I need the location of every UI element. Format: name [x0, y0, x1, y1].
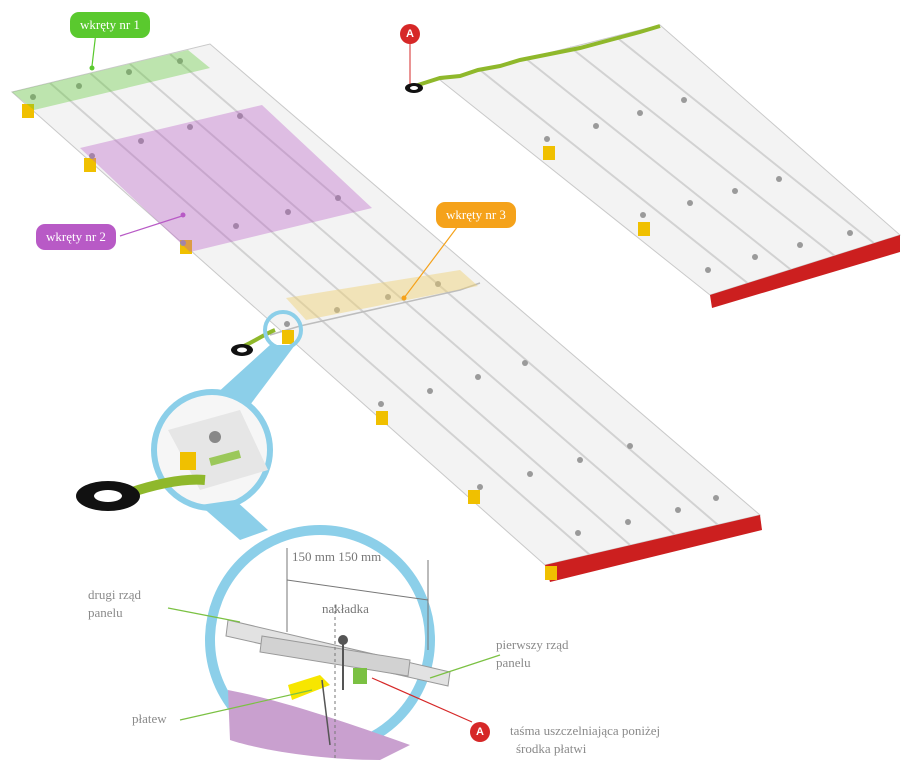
- sealing-tape-label-line1: taśma uszczelniająca poniżej: [510, 723, 661, 738]
- sealing-tape-label: taśma uszczelniająca poniżej środka płat…: [510, 722, 660, 758]
- marker-a-bottom: A: [470, 722, 490, 742]
- second-row-label: drugi rząd panelu: [88, 586, 141, 622]
- zone-screws-2: [80, 105, 372, 252]
- first-row-label-line1: pierwszy rząd: [496, 637, 569, 652]
- zone-screws-1: [12, 50, 210, 110]
- tape-roll-mid: [231, 328, 276, 356]
- first-row-label-line2: panelu: [496, 655, 531, 670]
- label-screws-1: wkręty nr 1: [70, 12, 150, 38]
- first-row-label: pierwszy rząd panelu: [496, 636, 569, 672]
- dimension-label: 150 mm 150 mm: [292, 549, 382, 564]
- label-screws-2: wkręty nr 2: [36, 224, 116, 250]
- right-panel-run: [417, 24, 901, 308]
- purlin-label: płatew: [132, 711, 167, 726]
- second-row-label-line2: panelu: [88, 605, 123, 620]
- second-row-label-line1: drugi rząd: [88, 587, 142, 602]
- zone-screws-3: [286, 270, 478, 320]
- overlap-label: nakładka: [322, 601, 369, 616]
- zoom-medium-detail: [168, 410, 268, 490]
- label-screws-3: wkręty nr 3: [436, 202, 516, 228]
- joint-detail: [225, 548, 451, 760]
- sealing-tape-label-line2: środka płatwi: [516, 741, 587, 756]
- marker-a-top: A: [400, 24, 420, 44]
- tape-roll-top: [405, 40, 423, 93]
